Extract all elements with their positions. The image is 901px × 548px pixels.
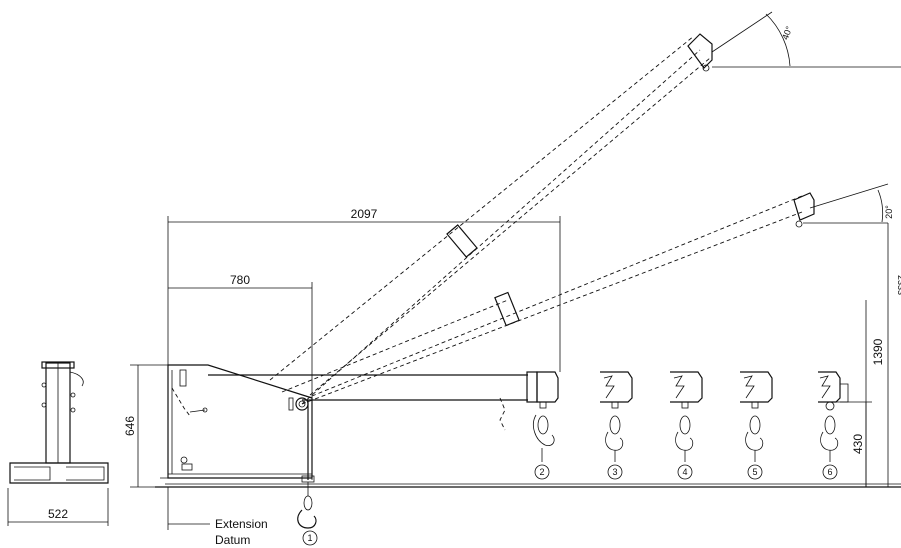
position-5-circle xyxy=(747,464,763,480)
dim-base-width-label: 522 xyxy=(48,507,68,521)
dim-height-mid: 1390 xyxy=(865,300,885,487)
angle-40-label: 40° xyxy=(780,24,794,41)
angle-20-label: 20° xyxy=(884,205,894,219)
hook-position-1: 1 xyxy=(297,400,318,546)
boom-40-degrees: 40° xyxy=(269,11,901,405)
hook-position-2: 2 xyxy=(534,448,550,480)
dim-boom-reach-label: 2097 xyxy=(351,207,378,221)
position-4-label: 4 xyxy=(682,467,687,477)
dim-pivot-reach: 780 xyxy=(168,273,313,480)
front-view xyxy=(9,361,109,484)
position-2-label: 2 xyxy=(539,467,544,477)
dim-height-20-label: 2333 xyxy=(896,275,901,295)
dim-boom-reach: 2097 xyxy=(167,207,561,372)
hook-position-4: 4 xyxy=(670,371,703,480)
dim-hook-height-label: 430 xyxy=(851,434,865,454)
dim-frame-height: 646 xyxy=(123,364,168,488)
dim-base-width: 522 xyxy=(7,488,109,526)
position-4-circle xyxy=(677,464,693,480)
dim-hook-height: 430 xyxy=(851,402,867,487)
extension-datum: Extension Datum xyxy=(167,487,268,547)
horizontal-boom xyxy=(208,371,559,447)
boom-20-degrees: 20° xyxy=(281,183,894,405)
dim-pivot-reach-label: 780 xyxy=(230,273,250,287)
dim-height-20: 2333 xyxy=(887,223,901,487)
dim-height-mid-label: 1390 xyxy=(871,338,885,365)
base-frame xyxy=(160,364,313,479)
position-3-label: 3 xyxy=(612,467,617,477)
position-3-circle xyxy=(607,464,623,480)
position-6-circle xyxy=(822,464,838,480)
hook-position-3: 3 xyxy=(600,371,633,480)
dim-frame-height-label: 646 xyxy=(123,416,137,436)
hook-position-5: 5 xyxy=(740,371,773,480)
position-6-label: 6 xyxy=(827,467,832,477)
position-2-circle xyxy=(534,464,550,480)
position-1-label: 1 xyxy=(307,533,312,543)
hook-position-6: 6 xyxy=(818,371,872,480)
datum-line1: Extension xyxy=(215,517,268,531)
position-5-label: 5 xyxy=(752,467,757,477)
position-1-circle xyxy=(302,530,318,546)
datum-line2: Datum xyxy=(215,533,250,547)
